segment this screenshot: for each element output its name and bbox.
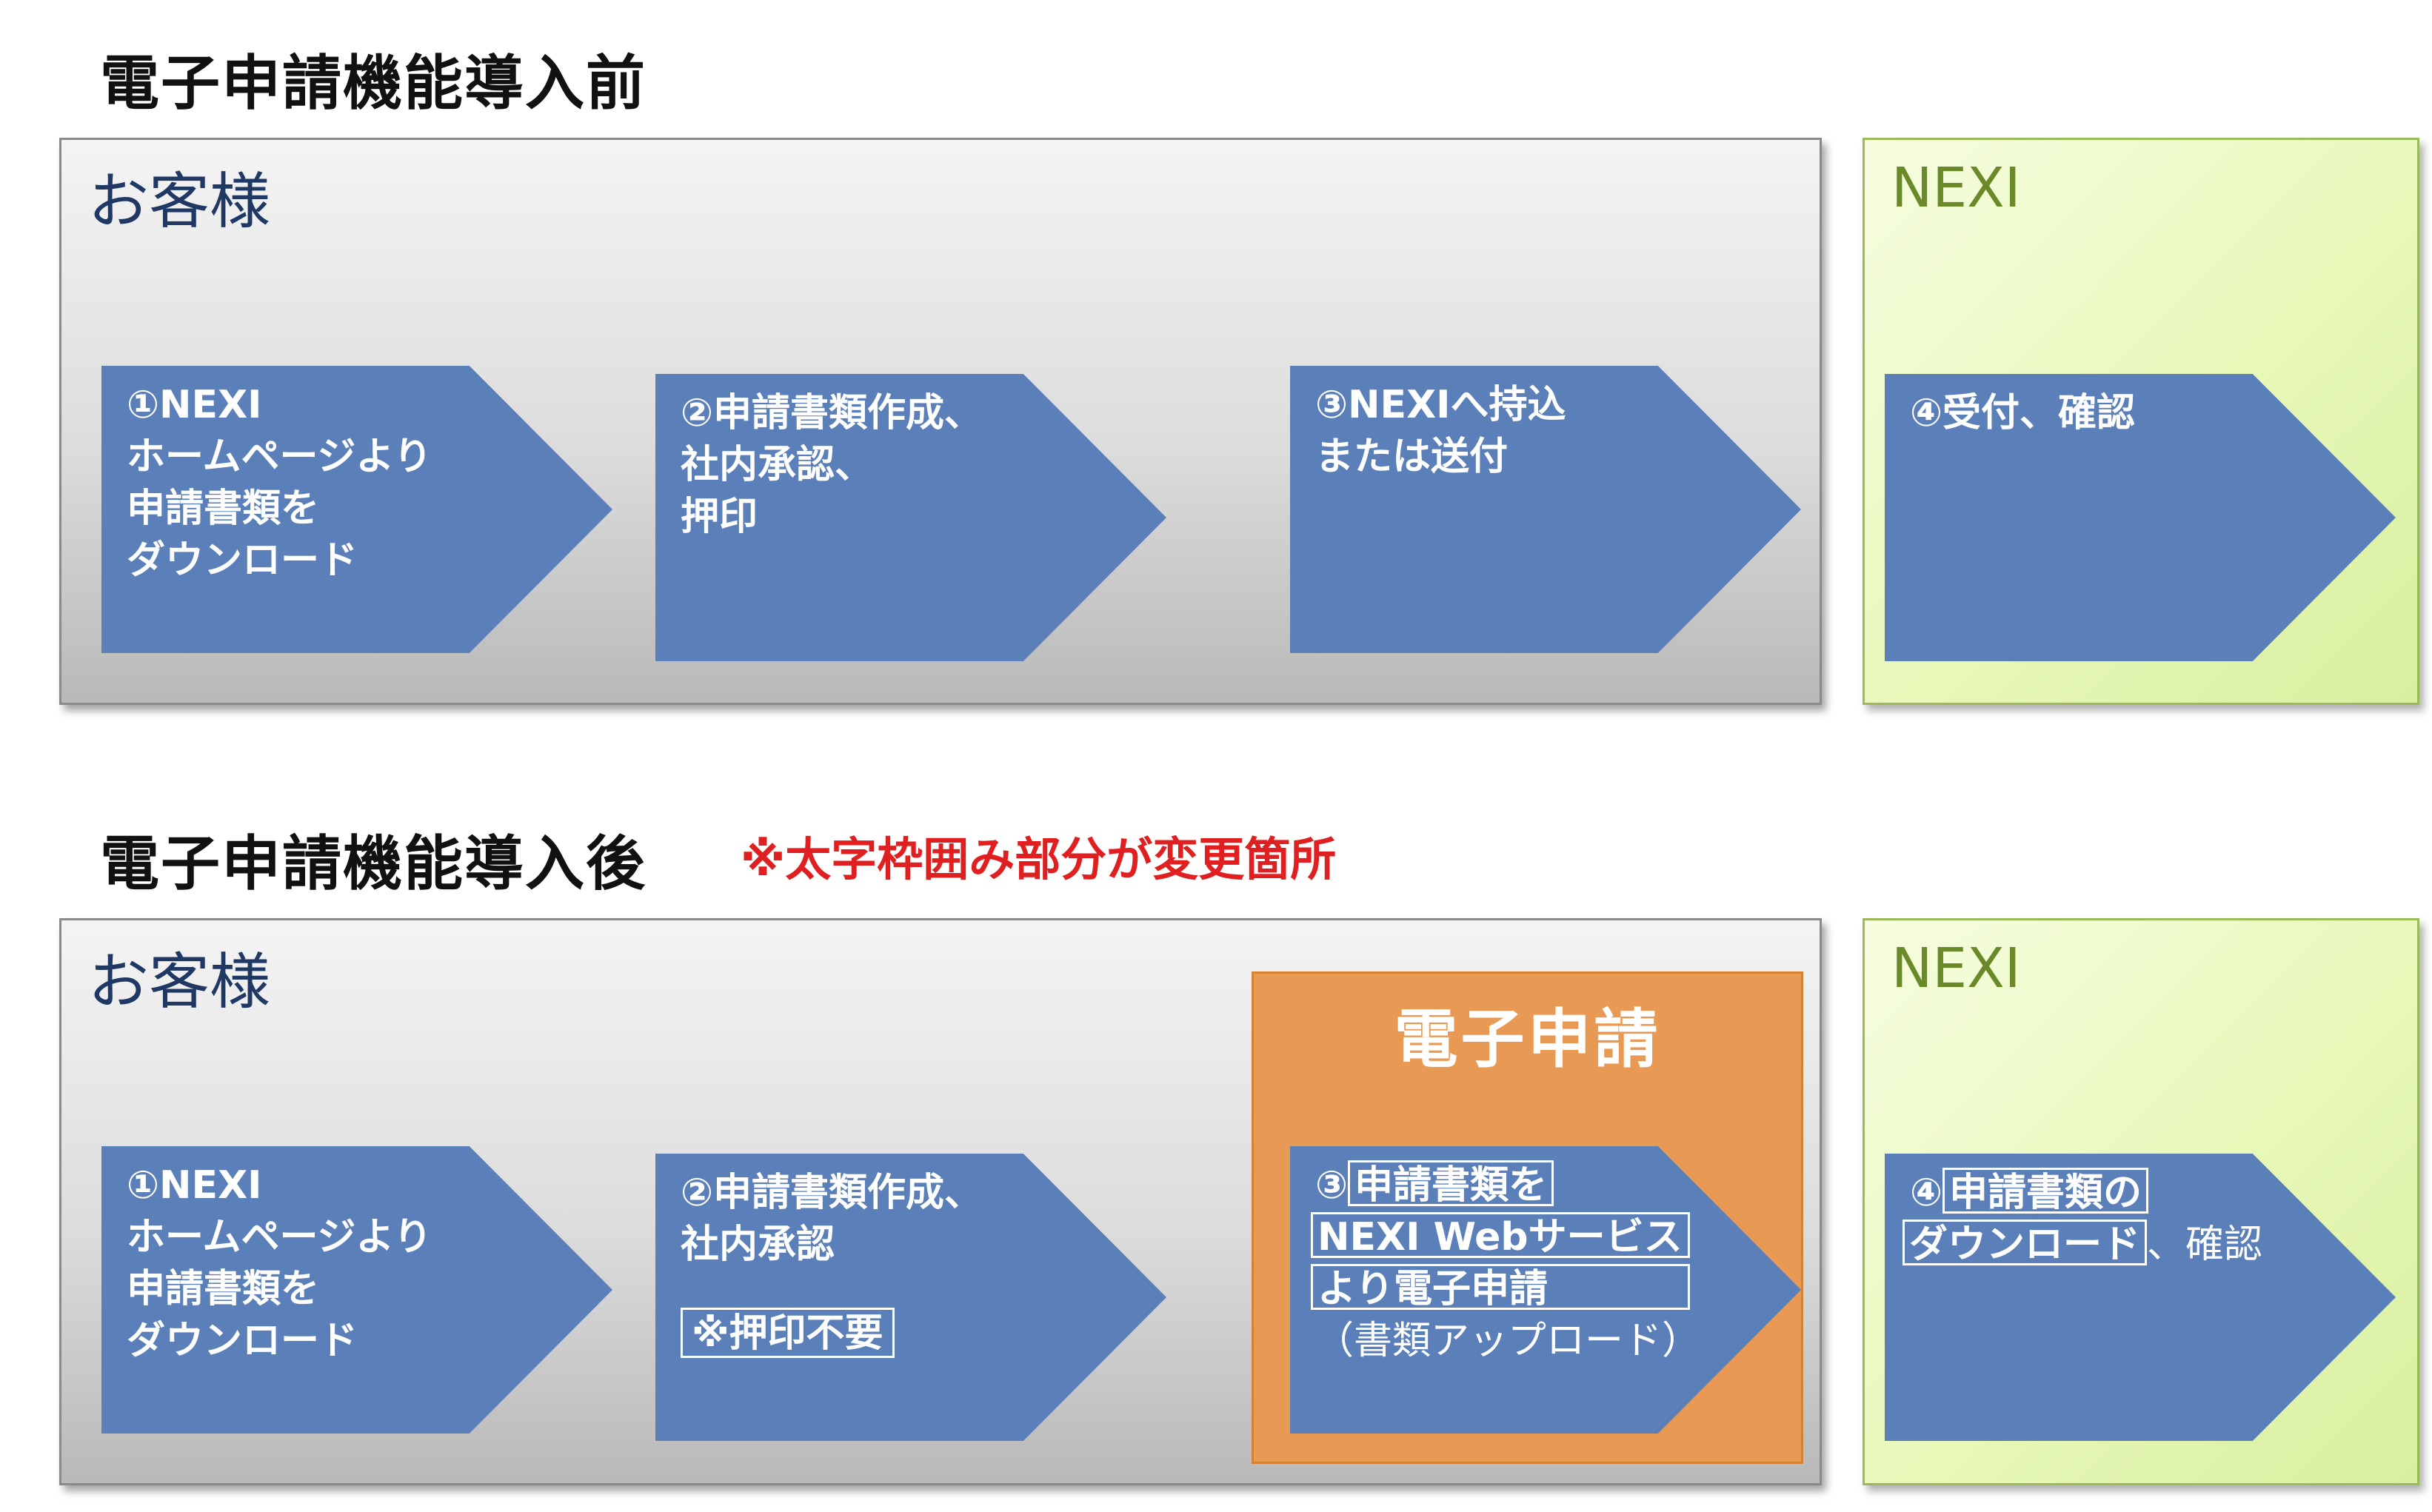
heading-before: 電子申請機能導入前 bbox=[100, 49, 647, 118]
step4-boxed-1: 申請書類の bbox=[1942, 1168, 2149, 1215]
step1-text: ①NEXI ホームページより 申請書類を ダウンロード bbox=[127, 1163, 432, 1363]
heading-after: 電子申請機能導入後 bbox=[100, 829, 647, 898]
panel-title-nexi: NEXI bbox=[1891, 156, 2021, 220]
step3-boxed-3: より電子申請 bbox=[1311, 1264, 1690, 1311]
step4-text: ④受付、確認 bbox=[1910, 391, 2136, 435]
no-seal-required-box: ※押印不要 bbox=[681, 1308, 895, 1358]
step3-boxed-2: NEXI Webサービス bbox=[1311, 1212, 1690, 1260]
panel-title-customer: お客様 bbox=[88, 167, 271, 237]
panel-title-nexi: NEXI bbox=[1891, 937, 2021, 1000]
change-note: ※太字枠囲み部分が変更箇所 bbox=[741, 832, 1337, 886]
step2-text: ②申請書類作成、 社内承認 ※押印不要 bbox=[681, 1167, 983, 1359]
step2-text: ②申請書類作成、 社内承認、 押印 bbox=[681, 391, 983, 539]
step3-text: ③NEXIへ持込 または送付 bbox=[1315, 383, 1566, 479]
electronic-application-title: 電子申請 bbox=[1394, 1003, 1661, 1077]
step3-boxed-1: 申請書類を bbox=[1348, 1160, 1554, 1208]
step4-boxed-2: ダウンロード bbox=[1902, 1220, 2148, 1267]
panel-title-customer: お客様 bbox=[88, 947, 271, 1017]
step1-text: ①NEXI ホームページより 申請書類を ダウンロード bbox=[127, 383, 432, 583]
